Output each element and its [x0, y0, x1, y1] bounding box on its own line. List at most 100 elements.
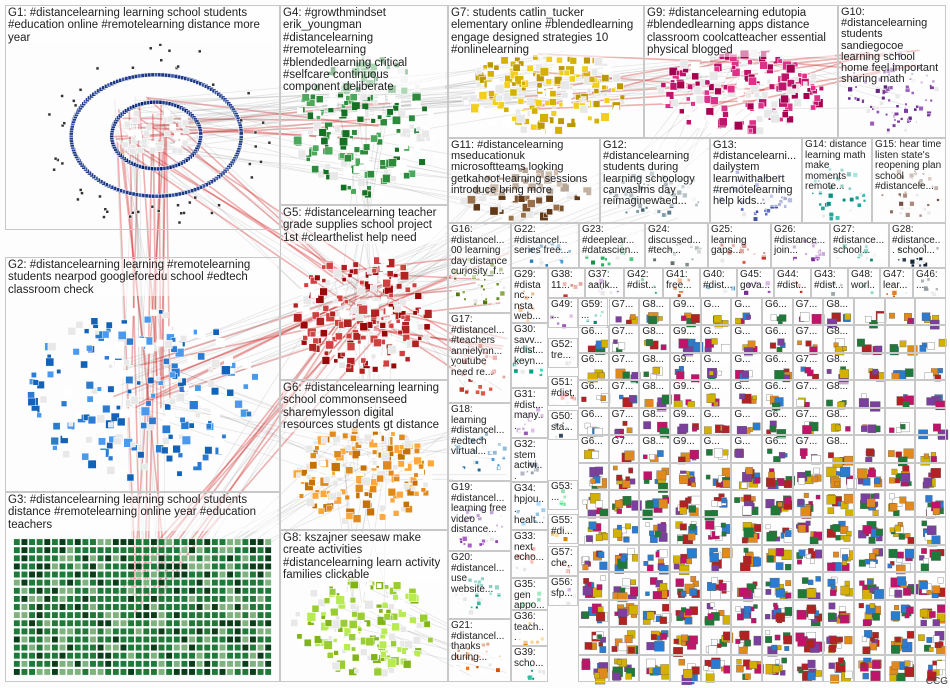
group-g39[interactable]: G39: scho...	[511, 646, 548, 682]
group-g6x-cell[interactable]: G6...	[578, 407, 609, 436]
group-g8x-cell[interactable]: G8...	[823, 325, 854, 353]
group-g6x-cell[interactable]: G6...	[578, 352, 609, 381]
group-g8x-cell[interactable]	[823, 517, 854, 545]
group-g35[interactable]: G35: gen appo...	[511, 578, 548, 610]
group-g7x-cell[interactable]: G7...	[608, 325, 640, 353]
group-g8x-cell[interactable]	[823, 462, 854, 490]
group-gx-cell[interactable]	[884, 298, 916, 326]
group-g22[interactable]: G22: #distancel... series free...	[511, 223, 579, 268]
group-g9x-cell[interactable]	[670, 490, 701, 518]
group-g12[interactable]: G12: #distancelearning students during l…	[600, 138, 710, 223]
group-g6x-cell[interactable]: G6...	[762, 325, 793, 353]
group-g8x-cell[interactable]: G8...	[639, 435, 670, 463]
group-g33[interactable]: G33: next echo...	[511, 530, 548, 578]
group-g8x-cell[interactable]: G8...	[823, 298, 854, 326]
group-gxx-cell[interactable]	[915, 490, 946, 518]
group-g46[interactable]: G46: ...	[913, 268, 946, 298]
group-g6x-cell[interactable]	[578, 462, 609, 490]
group-gx-cell[interactable]: G...	[700, 380, 732, 408]
group-g53[interactable]: G53: ...	[548, 480, 578, 510]
group-g7x-cell[interactable]	[792, 462, 824, 490]
group-g7x-cell[interactable]	[792, 517, 824, 545]
group-gx-cell[interactable]: G...	[700, 352, 732, 381]
group-gxx-cell[interactable]: G...	[731, 325, 762, 353]
group-g7x-cell[interactable]	[792, 490, 824, 518]
group-g8x-cell[interactable]: G8...	[639, 352, 670, 381]
group-g8x-cell[interactable]	[823, 544, 854, 573]
group-g14[interactable]: G14: distance learning math make moments…	[802, 138, 872, 223]
group-gx-cell[interactable]	[884, 517, 916, 545]
group-g50[interactable]: G50: sta...	[548, 410, 578, 440]
group-gxx-cell[interactable]	[731, 544, 762, 573]
group-g59[interactable]: G59: ...	[578, 298, 608, 328]
group-g19[interactable]: G19: #distancel... learning free video d…	[448, 481, 511, 551]
group-g8x-cell[interactable]: G8...	[639, 380, 670, 408]
group-g2[interactable]: G2: #distancelearning learning #remotele…	[5, 257, 280, 492]
group-g23[interactable]: G23: #deeplear... #datascien...	[579, 223, 645, 268]
group-gx-cell[interactable]	[884, 380, 916, 408]
group-g8x-cell[interactable]	[639, 462, 670, 490]
group-g8x-cell[interactable]: G8...	[639, 407, 670, 436]
group-g41[interactable]: G41: free...	[663, 268, 700, 298]
group-gx-cell[interactable]: G...	[700, 325, 732, 353]
group-g7x-cell[interactable]: G7...	[792, 325, 824, 353]
group-g49[interactable]: G49: ...	[548, 298, 578, 328]
group-gx-cell[interactable]: G...	[700, 298, 732, 326]
group-g7x-cell[interactable]: G7...	[792, 380, 824, 408]
group-g8x-cell[interactable]	[639, 544, 670, 573]
group-g56[interactable]: G56: sfp...	[548, 576, 578, 606]
group-g6x-cell[interactable]	[762, 462, 793, 490]
group-g8x-cell[interactable]: G8...	[823, 407, 854, 436]
group-gx-cell[interactable]	[884, 544, 916, 573]
group-gxx-cell[interactable]: G...	[731, 352, 762, 381]
group-g7x-cell[interactable]	[608, 544, 640, 573]
group-g9x-cell[interactable]: G9...	[670, 407, 701, 436]
group-gxx-cell[interactable]	[915, 407, 946, 436]
group-g9x-cell[interactable]	[854, 352, 885, 381]
group-gxx-cell[interactable]: G...	[731, 407, 762, 436]
group-g7[interactable]: G7: students catlin_tucker elementary on…	[448, 5, 644, 138]
group-g6x-cell[interactable]: G6...	[762, 298, 793, 326]
group-g16[interactable]: G16: #distancel... 00 learning day dista…	[448, 223, 511, 313]
group-g9x-cell[interactable]	[670, 517, 701, 545]
group-g7x-cell[interactable]	[792, 544, 824, 573]
group-g8[interactable]: G8: kszajner seesaw make create activiti…	[280, 530, 448, 682]
group-gx-cell[interactable]	[700, 462, 732, 490]
group-g6x-cell[interactable]	[578, 544, 609, 573]
group-g6x-cell[interactable]: G6...	[762, 435, 793, 463]
group-g47[interactable]: G47: lear...	[880, 268, 913, 298]
group-g52[interactable]: G52: tre...	[548, 338, 578, 368]
group-g8x-cell[interactable]	[639, 517, 670, 545]
group-g26[interactable]: G26: #distance... join...	[771, 223, 830, 268]
group-g25[interactable]: G25: learning gaps...	[708, 223, 771, 268]
group-g27[interactable]: G27: #distance... school...	[830, 223, 889, 268]
group-g13[interactable]: G13: #distancelearni... dailystem learnw…	[710, 138, 802, 223]
group-gxx-cell[interactable]: G...	[731, 380, 762, 408]
group-gxx-cell[interactable]	[731, 517, 762, 545]
group-g6[interactable]: G6: #distancelearning learning school co…	[280, 380, 448, 530]
group-g9x-cell[interactable]	[854, 462, 885, 490]
group-gxx-cell[interactable]	[915, 435, 946, 463]
group-gx-cell[interactable]	[700, 490, 732, 518]
group-gxx-cell[interactable]	[731, 462, 762, 490]
group-g4[interactable]: G4: #growthmindset erik_youngman #distan…	[280, 5, 448, 205]
group-g43[interactable]: G43: #dist...	[811, 268, 848, 298]
group-gx-cell[interactable]	[884, 352, 916, 381]
group-g9x-cell[interactable]: G9...	[670, 380, 701, 408]
group-g48[interactable]: G48: worl...	[848, 268, 880, 298]
group-g42[interactable]: G42: #dist...	[624, 268, 663, 298]
group-g7x-cell[interactable]: G7...	[792, 435, 824, 463]
group-g6x-cell[interactable]	[762, 544, 793, 573]
group-g9x-cell[interactable]: G9...	[670, 435, 701, 463]
group-g9x-cell[interactable]	[670, 544, 701, 573]
group-g9x-cell[interactable]	[670, 462, 701, 490]
group-g21[interactable]: G21: #distancel... thanks during...	[448, 619, 511, 682]
group-g15[interactable]: G15: hear time listen state's reopening …	[872, 138, 946, 223]
group-gxx-cell[interactable]	[915, 298, 946, 326]
group-g8x-cell[interactable]	[823, 490, 854, 518]
group-g9x-cell[interactable]	[854, 407, 885, 436]
group-g9x-cell[interactable]: G9...	[670, 325, 701, 353]
group-g9x-cell[interactable]	[854, 380, 885, 408]
group-g30[interactable]: G30: savv... #dist... keyn...	[511, 323, 548, 388]
group-g28[interactable]: G28: #distance... school...	[889, 223, 946, 268]
